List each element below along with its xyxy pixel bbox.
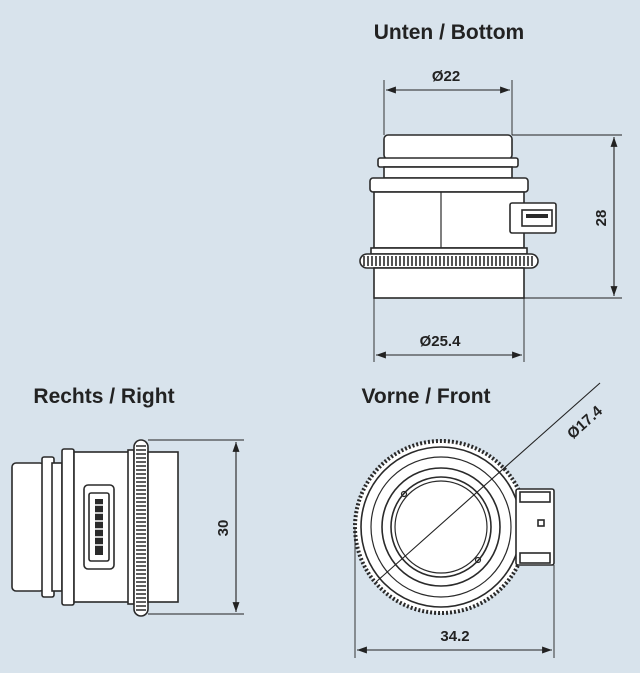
front-screw-1 [400,490,408,498]
right-front-body [147,451,179,603]
right-cap [11,462,45,592]
dim-height-label: 28 [593,210,610,227]
front-bore-circle [394,480,488,574]
front-connector-bottom-tab [519,552,551,564]
bottom-top-cap [383,134,513,160]
bottom-collar [369,177,529,193]
dim-front-width-label: 34.2 [440,628,469,645]
right-connector-pins [95,499,103,555]
dim-right-height-label: 30 [215,520,232,537]
bottom-knurl-teeth [363,256,533,266]
front-view: Vorne / Front Ø17.4 34.2 [353,382,606,658]
front-view-title: Vorne / Front [361,385,490,408]
right-knurl-teeth [136,445,146,611]
front-connector-socket [537,519,545,527]
front-screw-2 [474,556,482,564]
bottom-flange [370,247,528,255]
right-collar [61,448,75,606]
dim-front-diameter-label: Ø17.4 [564,402,606,442]
right-view-title: Rechts / Right [33,385,174,408]
dim-leader-front-diameter [537,382,601,439]
front-mid-circle [370,456,512,598]
bottom-lower-body [373,267,525,299]
right-flange [127,449,135,605]
front-connector-top-tab [519,491,551,503]
dim-bottom-width-label: Ø25.4 [420,333,462,350]
bottom-view: Unten / Bottom Ø22 28 Ø25.4 [359,21,622,362]
bottom-view-title: Unten / Bottom [374,21,524,44]
bottom-neck [383,166,513,179]
bottom-body [373,191,525,249]
bottom-groove-ring [377,157,519,168]
right-view: Rechts / Right 30 [11,385,244,617]
front-connector-housing [515,488,555,566]
right-connector-pin-marks [95,504,103,546]
right-neck [51,462,63,592]
dim-line-front-diameter [375,437,539,583]
dim-top-width-label: Ø22 [432,68,460,85]
bottom-connector-pins [526,214,548,218]
